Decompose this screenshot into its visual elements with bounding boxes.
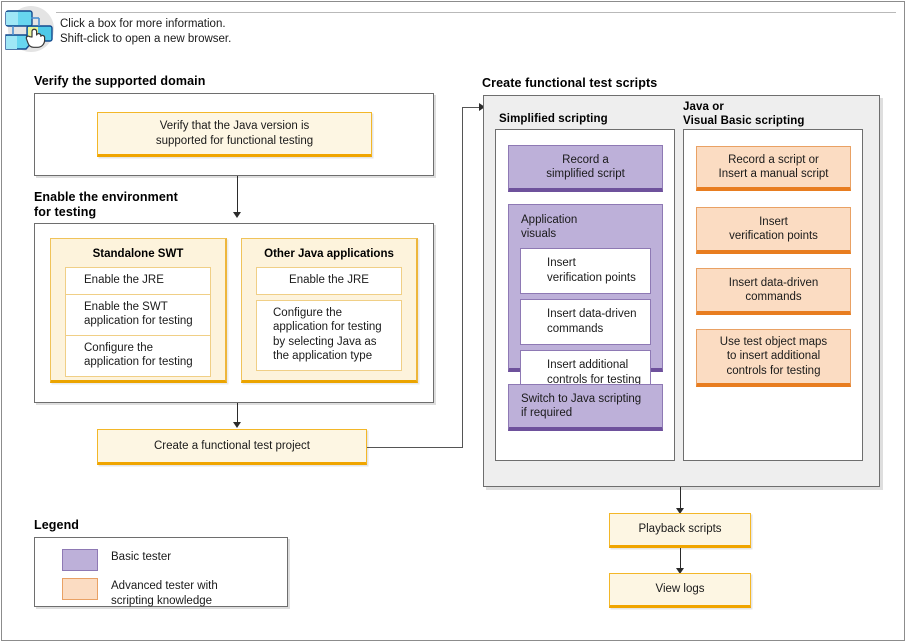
legend-item-basic-tester: Basic tester bbox=[62, 549, 171, 571]
item-insert-verification-points[interactable]: Insert verification points bbox=[520, 248, 651, 294]
node-insert-data-driven-commands-java-label: Insert data-driven commands bbox=[728, 276, 819, 304]
item-configure-application[interactable]: Configure the application for testing bbox=[65, 335, 211, 377]
header-line-2: Shift-click to open a new browser. bbox=[60, 32, 232, 45]
connector-project-into-scripts bbox=[462, 107, 484, 108]
group-application-visuals[interactable]: Application visuals Insert verification … bbox=[508, 204, 663, 396]
group-other-java-applications[interactable]: Other Java applications Enable the JRE C… bbox=[241, 238, 418, 383]
node-verify-java-version-label: Verify that the Java version is supporte… bbox=[155, 120, 314, 147]
header-line-1: Click a box for more information. bbox=[60, 18, 226, 30]
node-insert-verification-points-java-label: Insert verification points bbox=[729, 215, 818, 243]
connector-playback-to-logs bbox=[680, 548, 681, 571]
group-standalone-swt-title: Standalone SWT bbox=[92, 248, 184, 260]
arrowhead-enable-to-project bbox=[232, 422, 241, 428]
arrowhead-scripts-to-playback bbox=[675, 508, 684, 514]
section-title-enable-line1: Enable the environment bbox=[34, 190, 178, 204]
node-record-or-insert-manual-script-label: Record a script or Insert a manual scrip… bbox=[718, 153, 829, 181]
item-enable-swt-application[interactable]: Enable the SWT application for testing bbox=[65, 294, 211, 336]
item-enable-the-jre[interactable]: Enable the JRE bbox=[65, 267, 211, 295]
connector-project-right bbox=[367, 447, 463, 448]
group-standalone-swt[interactable]: Standalone SWT Enable the JRE Enable the… bbox=[50, 238, 227, 383]
connector-enable-to-project bbox=[237, 403, 238, 425]
connector-project-up bbox=[462, 107, 463, 447]
connector-verify-to-enable bbox=[237, 176, 238, 216]
node-use-test-object-maps[interactable]: Use test object maps to insert additiona… bbox=[696, 329, 851, 387]
node-view-logs[interactable]: View logs bbox=[609, 573, 751, 608]
legend-swatch-purple bbox=[62, 549, 98, 571]
header-divider bbox=[56, 12, 896, 13]
arrowhead-verify-to-enable bbox=[232, 212, 241, 218]
column-title-java-vb-line2: Visual Basic scripting bbox=[683, 115, 805, 127]
arrowhead-playback-to-logs bbox=[675, 568, 684, 574]
flowchart-cursor-icon bbox=[4, 4, 56, 54]
node-view-logs-label: View logs bbox=[655, 583, 705, 596]
node-insert-verification-points-java[interactable]: Insert verification points bbox=[696, 207, 851, 254]
column-title-java-vb-line1: Java or bbox=[683, 101, 724, 113]
node-record-or-insert-manual-script[interactable]: Record a script or Insert a manual scrip… bbox=[696, 146, 851, 191]
node-playback-scripts-label: Playback scripts bbox=[638, 523, 722, 536]
column-title-simplified-scripting: Simplified scripting bbox=[499, 113, 608, 125]
item-insert-data-driven-commands[interactable]: Insert data-driven commands bbox=[520, 299, 651, 345]
section-title-enable-line2: for testing bbox=[34, 205, 97, 219]
group-other-java-applications-title: Other Java applications bbox=[264, 248, 394, 260]
header-instructions: Click a box for more information. Shift-… bbox=[60, 17, 480, 46]
section-title-verify: Verify the supported domain bbox=[34, 74, 206, 88]
item-enable-the-jre-java[interactable]: Enable the JRE bbox=[256, 267, 402, 295]
node-record-simplified-script-label: Record a simplified script bbox=[546, 153, 625, 181]
connector-scripts-to-playback bbox=[680, 487, 681, 512]
legend-item-advanced-tester: Advanced tester with scripting knowledge bbox=[62, 578, 218, 608]
section-title-create-scripts: Create functional test scripts bbox=[482, 76, 658, 90]
node-create-functional-test-project-label: Create a functional test project bbox=[154, 439, 310, 452]
legend-label-basic-tester: Basic tester bbox=[111, 551, 172, 563]
node-insert-data-driven-commands-java[interactable]: Insert data-driven commands bbox=[696, 268, 851, 315]
legend-swatch-orange bbox=[62, 578, 98, 600]
node-use-test-object-maps-label: Use test object maps to insert additiona… bbox=[719, 335, 828, 377]
arrowhead-project-to-scripts bbox=[479, 102, 485, 111]
node-verify-java-version[interactable]: Verify that the Java version is supporte… bbox=[97, 112, 372, 157]
legend-label-advanced-tester: Advanced tester with scripting knowledge bbox=[111, 580, 218, 607]
node-switch-to-java-scripting[interactable]: Switch to Java scripting if required bbox=[508, 384, 663, 431]
node-switch-to-java-scripting-label: Switch to Java scripting if required bbox=[521, 392, 642, 420]
node-create-functional-test-project[interactable]: Create a functional test project bbox=[97, 429, 367, 465]
legend-title: Legend bbox=[34, 518, 80, 532]
item-configure-application-java[interactable]: Configure the application for testing by… bbox=[256, 299, 402, 371]
group-application-visuals-label: Application visuals bbox=[521, 214, 578, 240]
node-record-simplified-script[interactable]: Record a simplified script bbox=[508, 145, 663, 192]
node-playback-scripts[interactable]: Playback scripts bbox=[609, 513, 751, 548]
